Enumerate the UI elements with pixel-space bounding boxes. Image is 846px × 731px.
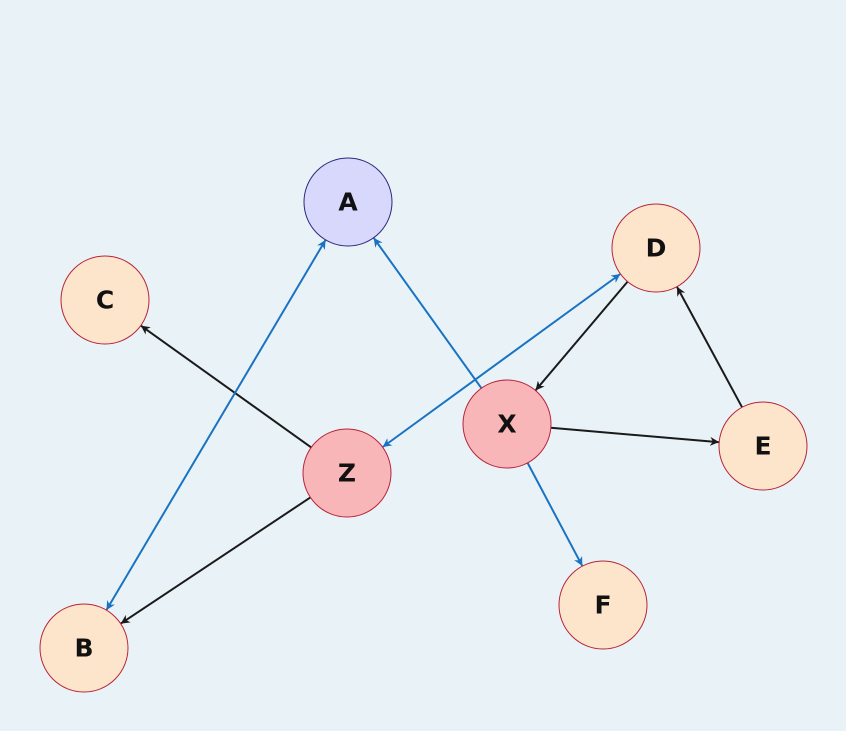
node-label-x: X xyxy=(497,410,516,439)
edge-b-a xyxy=(105,239,327,611)
node-circle-d xyxy=(611,203,701,293)
node-circle-e xyxy=(718,401,808,491)
edge-z-d xyxy=(382,273,621,448)
edges-layer xyxy=(105,237,744,625)
node-circle-z xyxy=(302,428,392,518)
node-c: C xyxy=(60,255,150,345)
node-circle-x xyxy=(462,379,552,469)
node-circle-f xyxy=(558,560,648,650)
edge-e-d xyxy=(676,286,744,409)
node-circle-c xyxy=(60,255,150,345)
node-x: X xyxy=(462,379,552,469)
node-z: Z xyxy=(302,428,392,518)
node-d: D xyxy=(611,203,701,293)
node-label-f: F xyxy=(594,591,611,620)
node-b: B xyxy=(39,603,129,693)
edge-x-f xyxy=(526,461,583,567)
edge-x-e xyxy=(549,426,720,446)
edge-z-b xyxy=(120,496,312,625)
node-label-e: E xyxy=(754,432,771,461)
node-label-a: A xyxy=(338,188,358,217)
node-label-c: C xyxy=(96,286,114,315)
node-label-d: D xyxy=(646,234,667,263)
node-a: A xyxy=(303,157,393,247)
node-e: E xyxy=(718,401,808,491)
edge-z-c xyxy=(140,325,313,449)
node-circle-b xyxy=(39,603,129,693)
node-f: F xyxy=(558,560,648,650)
edge-x-a xyxy=(373,237,483,390)
node-circle-a xyxy=(303,157,393,247)
edge-d-x xyxy=(535,280,629,391)
node-label-b: B xyxy=(74,634,93,663)
node-label-z: Z xyxy=(338,459,356,488)
nodes-layer: A B C D E F X Z xyxy=(39,157,808,693)
